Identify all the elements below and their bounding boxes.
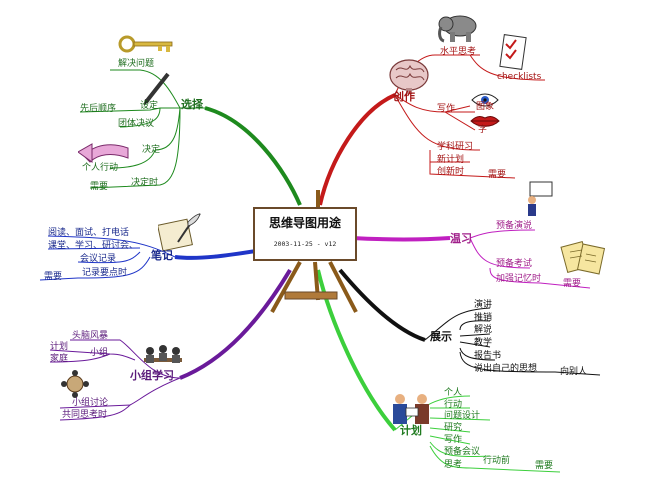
node-choose-1: 先后顺序 [80,104,117,114]
planning-people-icon [393,394,429,424]
node-plan-0: 个人 [444,388,463,398]
node-plan-8: 需要 [535,461,554,471]
branch-label-notes: 笔记 [151,249,173,262]
node-create-3: 图象 [476,102,495,112]
branch-label-choose: 选择 [181,98,203,111]
node-notes-3: 记录要点时 [82,268,128,278]
papers-icon [560,240,606,275]
brain-icon [389,59,429,94]
node-notes-2: 会议记录 [80,254,117,264]
branch-label-create: 创作 [393,90,415,103]
node-review-2: 加强记忆时 [496,274,542,284]
node-create-0: 水平思考 [440,47,477,57]
node-create-1: checklists [497,72,542,82]
node-create-6: 新计划 [437,155,465,165]
eye-icon [471,93,499,107]
branch-line-group [179,268,292,380]
lips-icon [470,116,500,127]
node-present-4: 报告书 [474,351,502,361]
node-present-0: 演讲 [474,300,493,310]
node-choose-4: 决定 [142,145,161,155]
branch-line-choose [204,106,302,206]
node-plan-3: 研究 [444,423,463,433]
node-choose-5: 个人行动 [82,163,119,173]
easel-icon [253,190,358,313]
node-plan-2: 问题设计 [444,411,481,421]
node-create-2: 写作 [437,104,456,114]
checklist-icon [499,34,527,70]
node-create-7: 创新时 [437,167,465,177]
node-notes-4: 需要 [44,272,63,282]
node-create-4: 字 [478,125,488,135]
node-group-4: 小组讨论 [72,398,109,408]
node-review-1: 预备考试 [496,259,533,269]
node-plan-1: 行动 [444,400,463,410]
node-create-8: 需要 [488,170,507,180]
node-choose-7: 需要 [90,182,109,192]
node-present-1: 推销 [474,313,493,323]
branch-line-notes [174,248,263,260]
node-present-3: 教学 [474,338,493,348]
branch-line-present [338,268,426,342]
branch-label-review: 温习 [450,232,472,245]
elephant-icon [438,15,477,43]
node-present-2: 解说 [474,325,493,335]
branch-line-create [318,93,396,206]
arrow-icon [78,143,129,163]
branch-label-present: 展示 [430,330,452,343]
node-present-6: 向别人 [560,367,588,377]
node-review-0: 预备演说 [496,221,533,231]
node-group-2: 小组 [90,348,109,358]
branch-line-plan [316,269,397,432]
node-plan-5: 预备会议 [444,447,481,457]
node-create-5: 学科研习 [437,142,474,152]
node-present-5: 说出自己的思想 [474,364,538,374]
node-group-3: 家庭 [50,354,69,364]
node-choose-2: 设定 [140,101,159,111]
node-group-1: 计划 [50,342,69,352]
node-choose-6: 决定时 [131,178,159,188]
branch-label-group: 小组学习 [130,369,174,382]
presenter-icon [528,181,553,216]
branch-line-review [351,236,451,242]
node-review-3: 需要 [563,279,582,289]
center-title: 思维导图用途 [268,216,341,230]
center-subtitle: 2003-11-25 - v12 [273,240,337,248]
quill-paper-icon [158,213,201,252]
node-plan-4: 写作 [444,435,463,445]
node-notes-0: 阅读、面试、打电话 [48,228,130,238]
branch-label-plan: 计划 [400,424,422,437]
node-group-0: 头脑风暴 [72,331,109,341]
node-plan-7: 行动前 [483,456,511,466]
meeting-icon [144,345,182,363]
node-choose-3: 团体决议 [118,119,155,129]
node-choose-0: 解决问题 [118,59,155,69]
node-plan-6: 思考 [444,460,463,470]
key-icon [118,35,173,53]
node-group-5: 共同思考时 [62,410,108,420]
pencil-icon [144,72,170,105]
group-circle-icon [61,370,89,398]
node-notes-1: 课堂、学习、研讨会、 [48,241,139,251]
